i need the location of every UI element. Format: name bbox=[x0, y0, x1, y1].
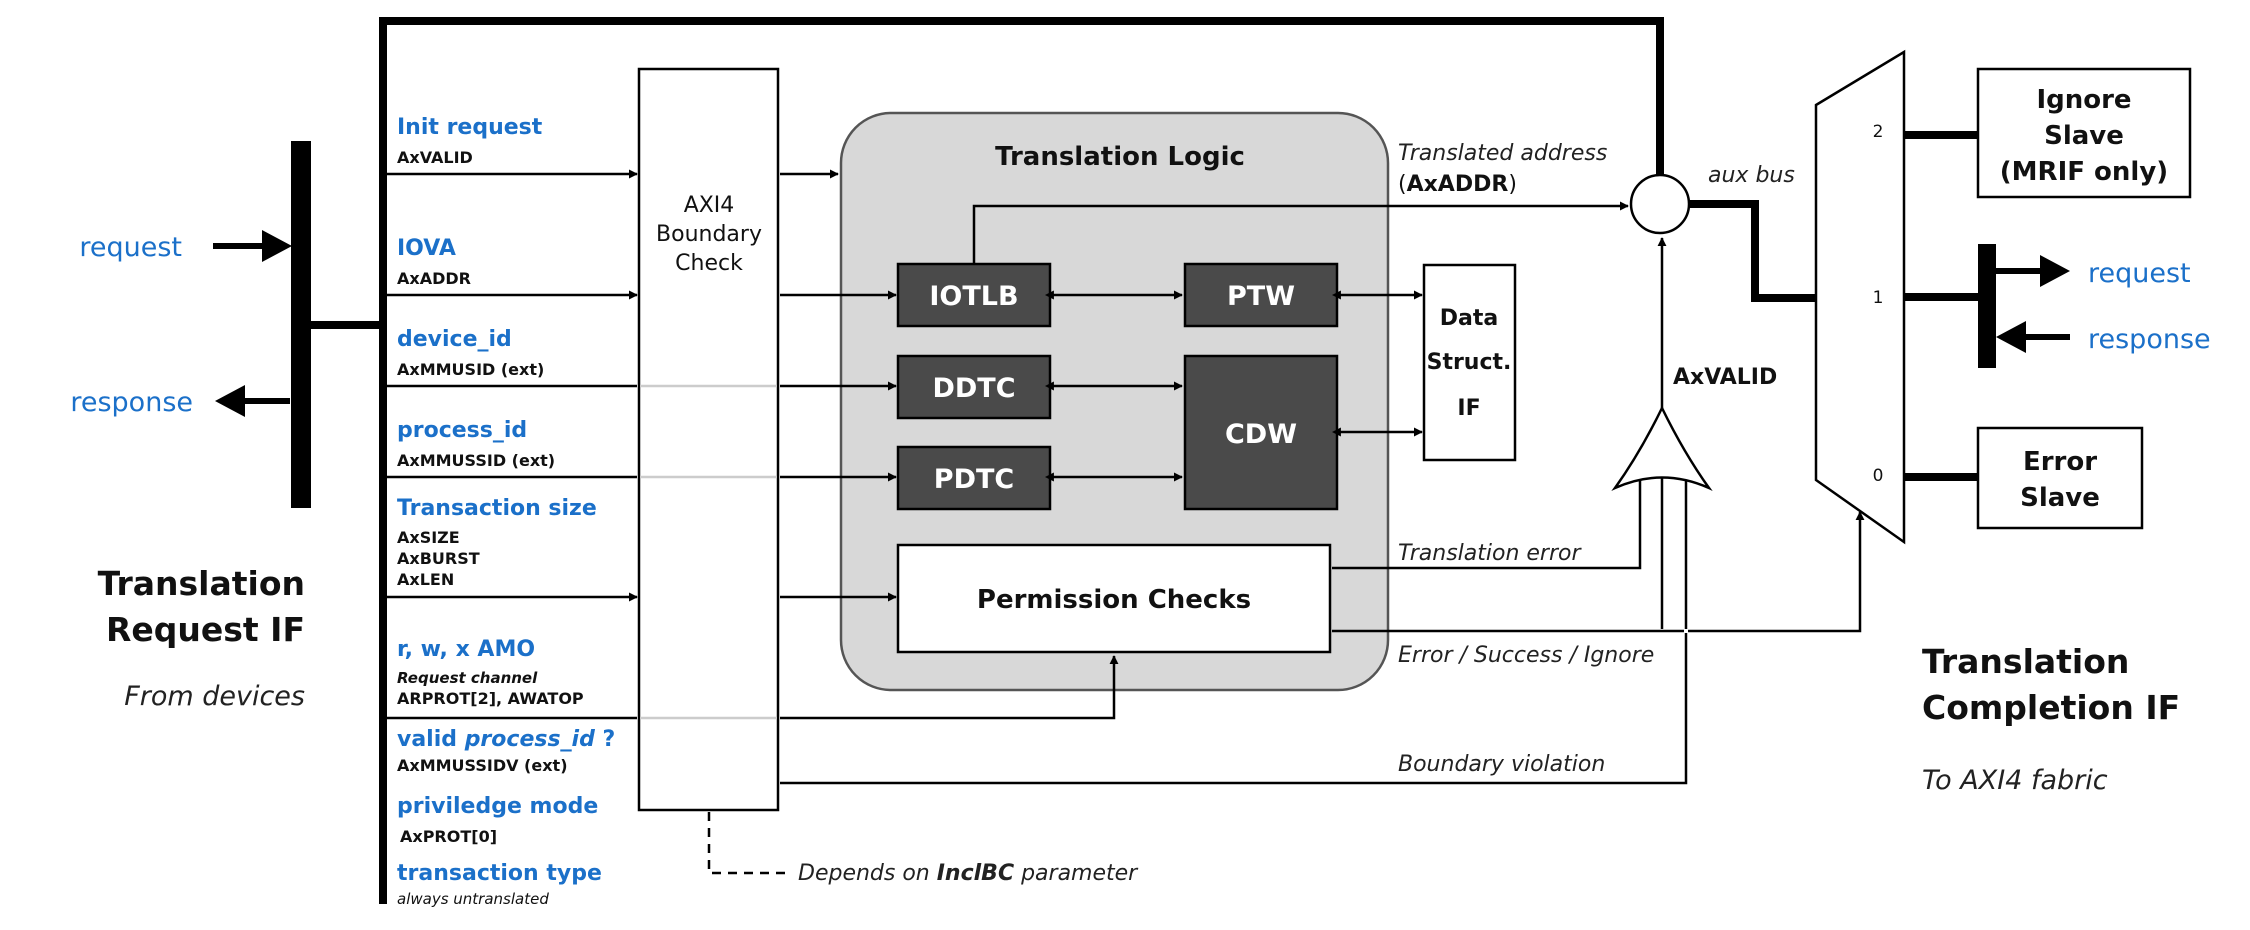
data-struct-if-line2: Struct. bbox=[1427, 350, 1512, 375]
left-bus-bar bbox=[291, 141, 311, 508]
right-response-arrow bbox=[1996, 321, 2070, 353]
right-response-label: response bbox=[2088, 324, 2211, 355]
completion-if-title-line2: Completion IF bbox=[1922, 688, 2180, 727]
error-success-ignore-label: Error / Success / Ignore bbox=[1398, 643, 1654, 668]
data-struct-if-line3: IF bbox=[1457, 396, 1480, 421]
left-bus bbox=[291, 141, 383, 508]
iotlb-label: IOTLB bbox=[929, 281, 1018, 312]
mux-input-1-label: 1 bbox=[1873, 288, 1884, 308]
signal-device-id-sub: AxMMUSID (ext) bbox=[397, 360, 544, 379]
boundary-check-line2: Boundary bbox=[656, 222, 762, 247]
signal-transaction-size-sub1: AxSIZE bbox=[397, 528, 460, 547]
ignore-slave-block bbox=[1976, 67, 2192, 199]
signal-transaction-type: transaction type bbox=[397, 861, 602, 886]
pdtc-label: PDTC bbox=[934, 464, 1014, 495]
left-request-arrow bbox=[213, 230, 292, 262]
signal-process-id-sub: AxMMUSSID (ext) bbox=[397, 451, 555, 470]
request-if-subtitle: From devices bbox=[124, 681, 305, 712]
mux-input-0-label: 0 bbox=[1873, 466, 1884, 486]
signal-valid-process-id: valid process_id ? bbox=[397, 727, 615, 752]
signal-valid-process-id-sub: AxMMUSSIDV (ext) bbox=[397, 756, 568, 775]
signal-init-request: Init request bbox=[397, 115, 543, 140]
passthrough-lines bbox=[640, 384, 777, 720]
signal-iova: IOVA bbox=[397, 236, 456, 261]
signal-labels: Init request AxVALID IOVA AxADDR device_… bbox=[397, 115, 615, 908]
error-slave-line2: Slave bbox=[2020, 483, 2100, 513]
right-bus-bar bbox=[1978, 244, 1996, 368]
translated-address-label: Translated address bbox=[1398, 141, 1607, 166]
data-struct-if-line1: Data bbox=[1440, 306, 1498, 331]
signal-privilege-mode-sub: AxPROT[0] bbox=[400, 827, 497, 846]
boundary-check-line3: Check bbox=[675, 251, 743, 276]
error-slave-block bbox=[1976, 426, 2144, 530]
ignore-slave-line2: Slave bbox=[2044, 121, 2124, 151]
completion-if-subtitle: To AXI4 fabric bbox=[1922, 765, 2108, 796]
signal-transaction-size: Transaction size bbox=[397, 496, 597, 521]
ignore-slave-line1: Ignore bbox=[2036, 85, 2131, 115]
translation-error-line bbox=[1332, 480, 1642, 570]
ignore-slave-line3: (MRIF only) bbox=[2000, 157, 2168, 187]
signal-privilege-mode: priviledge mode bbox=[397, 794, 598, 819]
data-struct-if-block bbox=[1422, 263, 1517, 462]
signal-init-request-sub: AxVALID bbox=[397, 148, 473, 167]
aux-bus-line bbox=[1689, 200, 1816, 302]
or-gate bbox=[1611, 405, 1713, 492]
permission-checks-block bbox=[896, 543, 1332, 654]
signal-arrows bbox=[387, 169, 638, 720]
valid-pid-to-permission-arrow bbox=[780, 655, 1119, 720]
translated-address-arrow bbox=[972, 201, 1629, 264]
left-response-arrow bbox=[215, 385, 290, 417]
boundary-violation-line bbox=[780, 480, 1688, 785]
left-response-label: response bbox=[70, 387, 193, 418]
error-slave-line1: Error bbox=[2023, 447, 2097, 477]
permission-checks-label: Permission Checks bbox=[977, 585, 1251, 615]
signal-transaction-size-sub3: AxLEN bbox=[397, 570, 454, 589]
signal-rwx-amo-sub-italic: Request channel bbox=[397, 669, 538, 687]
main-bus-line bbox=[379, 17, 1664, 904]
signal-transaction-type-sub: always untranslated bbox=[397, 890, 549, 908]
signal-rwx-amo-sub: ARPROT[2], AWATOP bbox=[397, 689, 584, 708]
internal-arrows bbox=[1044, 290, 1423, 482]
signal-iova-sub: AxADDR bbox=[397, 269, 471, 288]
signal-process-id: process_id bbox=[397, 418, 527, 443]
incl-bc-note: Depends on InclBC parameter bbox=[798, 861, 1139, 886]
completion-if-title-line1: Translation bbox=[1922, 642, 2129, 681]
output-mux bbox=[1814, 49, 1906, 545]
cdw-block bbox=[1183, 354, 1339, 511]
axvalid-label: AxVALID bbox=[1673, 365, 1777, 390]
pdtc-block bbox=[896, 445, 1052, 511]
request-if-title-line1: Translation bbox=[98, 564, 305, 603]
right-request-arrow bbox=[1996, 255, 2070, 287]
signal-device-id: device_id bbox=[397, 327, 512, 352]
aux-bus-merge-circle bbox=[1629, 173, 1691, 235]
right-request-label: request bbox=[2088, 258, 2191, 289]
aux-bus-label: aux bus bbox=[1708, 163, 1795, 188]
ptw-label: PTW bbox=[1227, 281, 1295, 312]
translation-error-label: Translation error bbox=[1398, 541, 1582, 566]
translation-logic-title: Translation Logic bbox=[995, 142, 1245, 172]
logic-input-arrows bbox=[780, 169, 897, 602]
translated-address-axaddr: (AxADDR) bbox=[1398, 172, 1517, 197]
signal-transaction-size-sub2: AxBURST bbox=[397, 549, 480, 568]
error-success-ignore-line bbox=[1332, 511, 1865, 633]
boundary-violation-label: Boundary violation bbox=[1398, 752, 1605, 777]
request-if-title-line2: Request IF bbox=[106, 610, 305, 649]
left-request-label: request bbox=[79, 232, 182, 263]
signal-rwx-amo: r, w, x AMO bbox=[397, 637, 535, 662]
mux-input-2-label: 2 bbox=[1873, 122, 1884, 142]
boundary-check-block bbox=[637, 67, 780, 812]
cdw-label: CDW bbox=[1225, 419, 1297, 450]
boundary-check-line1: AXI4 bbox=[684, 193, 735, 218]
incl-bc-dashed-line bbox=[707, 812, 785, 875]
ddtc-label: DDTC bbox=[932, 373, 1015, 404]
ddtc-block bbox=[896, 354, 1052, 420]
